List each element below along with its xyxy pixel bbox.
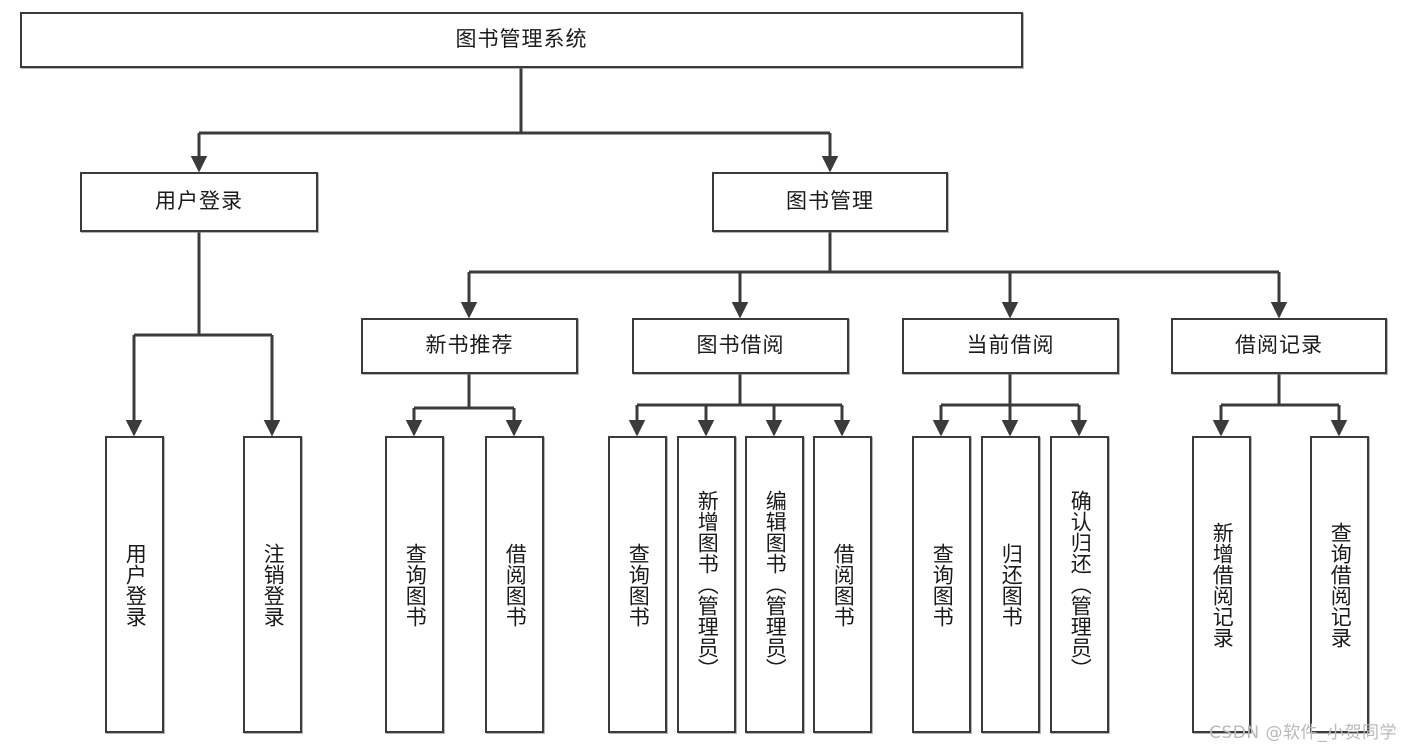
node-borrow-record[interactable]: 借阅记录 bbox=[1171, 318, 1387, 374]
node-user-login-label: 用户登录 bbox=[155, 189, 243, 214]
leaf-query-record-label: 查询借阅记录 bbox=[1328, 521, 1353, 648]
leaf-user-login[interactable]: 用户登录 bbox=[105, 436, 164, 733]
leaf-confirm-return[interactable]: 确认归还（管理员） bbox=[1050, 436, 1109, 733]
node-current-borrow[interactable]: 当前借阅 bbox=[902, 318, 1119, 374]
node-new-book-recommend[interactable]: 新书推荐 bbox=[361, 318, 578, 374]
leaf-add-record-label: 新增借阅记录 bbox=[1210, 521, 1235, 648]
node-borrow-record-label: 借阅记录 bbox=[1235, 333, 1323, 358]
leaf-borrow-book-1[interactable]: 借阅图书 bbox=[485, 436, 544, 733]
leaf-borrow-book-2-label: 借阅图书 bbox=[831, 542, 856, 627]
leaf-query-record[interactable]: 查询借阅记录 bbox=[1310, 436, 1369, 733]
node-new-book-recommend-label: 新书推荐 bbox=[425, 333, 514, 358]
leaf-query-book-3-label: 查询图书 bbox=[930, 542, 955, 627]
leaf-query-book-1-label: 查询图书 bbox=[403, 542, 428, 627]
node-book-management-label: 图书管理 bbox=[786, 189, 874, 214]
leaf-add-record[interactable]: 新增借阅记录 bbox=[1192, 436, 1251, 733]
node-book-management[interactable]: 图书管理 bbox=[712, 172, 948, 232]
leaf-borrow-book-2[interactable]: 借阅图书 bbox=[813, 436, 872, 733]
leaf-borrow-book-1-label: 借阅图书 bbox=[503, 542, 528, 627]
leaf-query-book-2-label: 查询图书 bbox=[626, 542, 651, 627]
node-root[interactable]: 图书管理系统 bbox=[20, 12, 1023, 68]
node-book-borrow[interactable]: 图书借阅 bbox=[632, 318, 849, 374]
node-current-borrow-label: 当前借阅 bbox=[966, 333, 1055, 358]
leaf-query-book-2[interactable]: 查询图书 bbox=[608, 436, 667, 733]
leaf-user-login-label: 用户登录 bbox=[123, 542, 148, 627]
leaf-query-book-1[interactable]: 查询图书 bbox=[385, 436, 444, 733]
node-root-label: 图书管理系统 bbox=[455, 27, 588, 52]
node-user-login[interactable]: 用户登录 bbox=[80, 172, 318, 232]
leaf-add-book-label: 新增图书（管理员） bbox=[695, 490, 720, 679]
leaf-user-logout[interactable]: 注销登录 bbox=[243, 436, 302, 733]
watermark: CSDN @软件_小贺同学 bbox=[1209, 723, 1397, 743]
leaf-return-book[interactable]: 归还图书 bbox=[981, 436, 1040, 733]
leaf-edit-book-label: 编辑图书（管理员） bbox=[763, 490, 788, 679]
leaf-return-book-label: 归还图书 bbox=[999, 542, 1024, 627]
leaf-add-book[interactable]: 新增图书（管理员） bbox=[677, 436, 736, 733]
leaf-user-logout-label: 注销登录 bbox=[261, 542, 286, 627]
leaf-query-book-3[interactable]: 查询图书 bbox=[912, 436, 971, 733]
leaf-edit-book[interactable]: 编辑图书（管理员） bbox=[745, 436, 804, 733]
leaf-confirm-return-label: 确认归还（管理员） bbox=[1068, 490, 1093, 679]
node-book-borrow-label: 图书借阅 bbox=[696, 333, 785, 358]
